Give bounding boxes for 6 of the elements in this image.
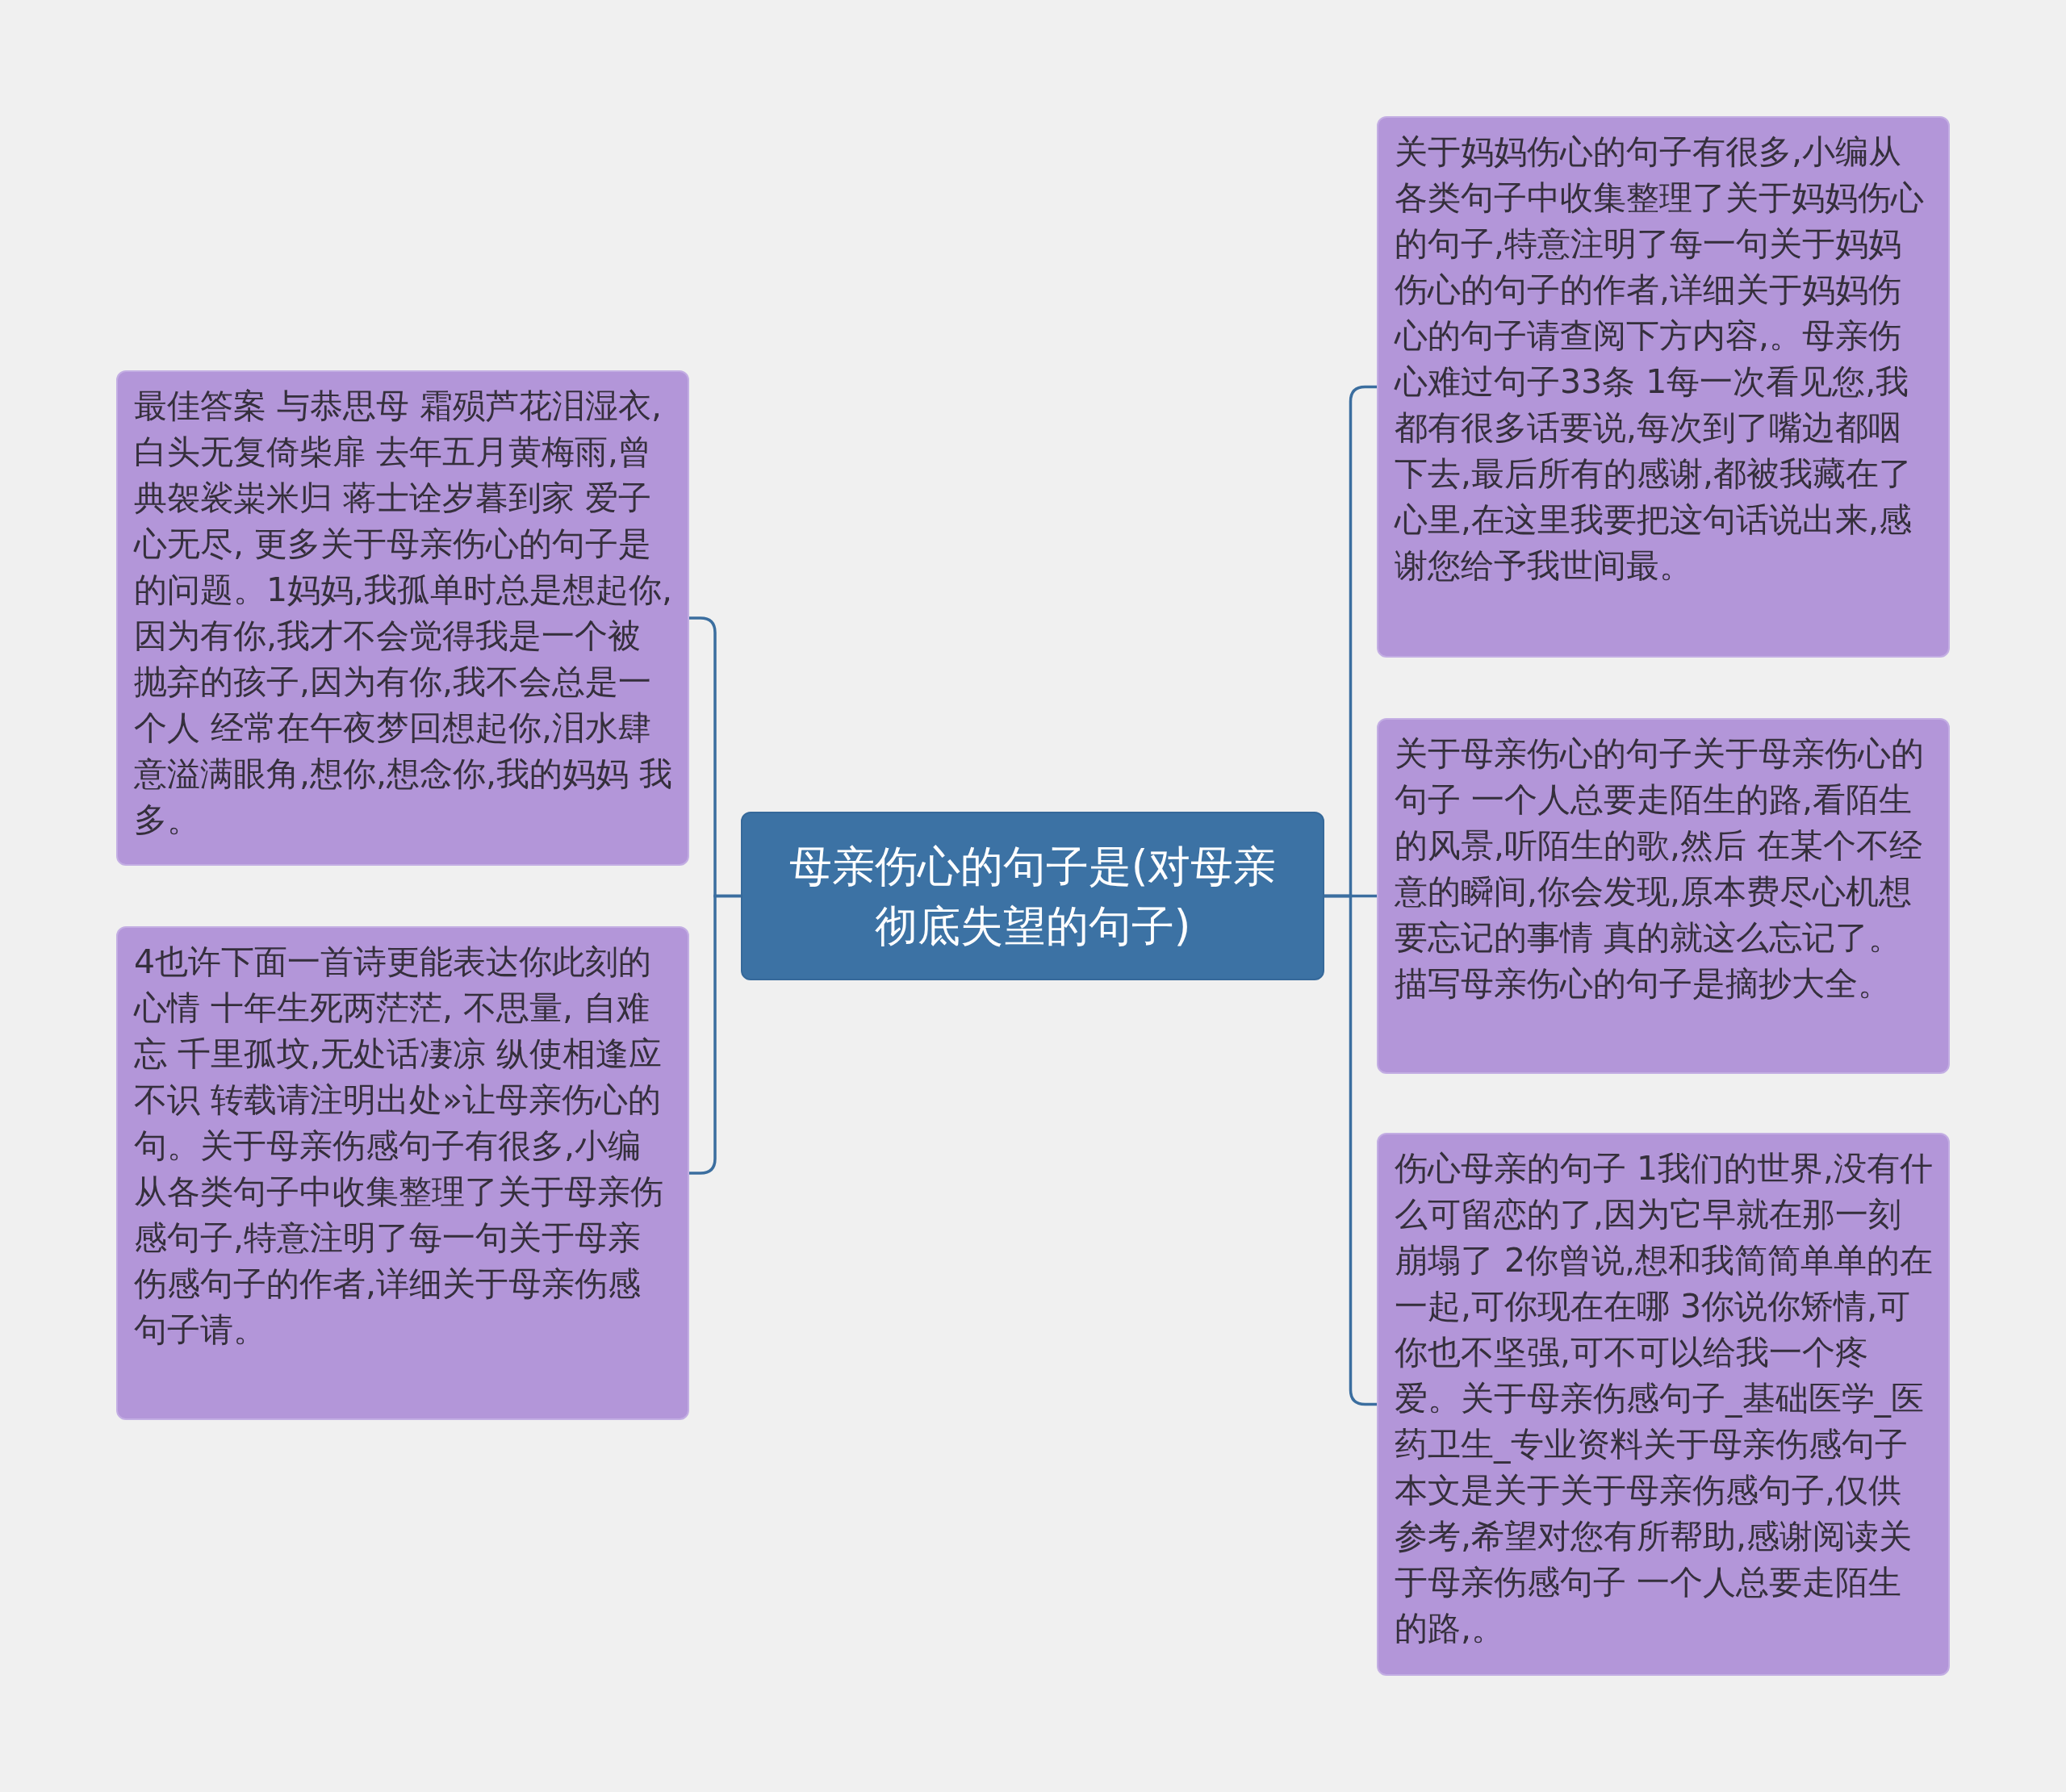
text-box: 最佳答案 与恭思母 霜殒芦花泪湿衣,白头无复倚柴扉 去年五月黄梅雨,曾典袈裟粜米归 蒋士诠岁暮到家 爱子心无尽, 更多关于母亲伤心的句子是的问题。1妈妈,我孤单时总是想起你,因为有你,我才不会觉得我是一个被抛弃的孩子,因为有你,我不会总是一个人 经常在午夜梦回想起你,泪水肆意溢满眼角,想你,想念你,我的妈妈 我多。 — [116, 370, 689, 866]
text-box: 关于妈妈伤心的句子有很多,小编从各类句子中收集整理了关于妈妈伤心的句子,特意注明了每一句关于妈妈伤心的句子的作者,详细关于妈妈伤心的句子请查阅下方内容,。母亲伤心难过句子33条 1每一次看见您,我都有很多话要说,每次到了嘴边都咽下去,最后所有的感谢,都被我藏在了心里,在这里我要把这句话说出来,感谢您给予我世间最。 — [1377, 116, 1950, 658]
text-box: 伤心母亲的句子 1我们的世界,没有什么可留恋的了,因为它早就在那一刻崩塌了 2你曾说,想和我简简单单的在一起,可你现在在哪 3你说你矫情,可你也不坚强,可不可以给我一个疼爱。关于母亲伤感句子_基础医学_医药卫生_专业资料关于母亲伤感句子本文是关于关于母亲伤感句子,仅供参考,希望对您有所帮助,感谢阅读关于母亲伤感句子 一个人总要走陌生的路,。 — [1377, 1133, 1950, 1676]
topic-box: 母亲伤心的句子是(对母亲彻底失望的句子) — [741, 812, 1324, 980]
text-box: 关于母亲伤心的句子关于母亲伤心的句子 一个人总要走陌生的路,看陌生的风景,听陌生的歌,然后 在某个不经意的瞬间,你会发现,原本费尽心机想要忘记的事情 真的就这么忘记了。描写母亲伤心的句子是摘抄大全。 — [1377, 718, 1950, 1074]
text-box: 4也许下面一首诗更能表达你此刻的心情 十年生死两茫茫, 不思量, 自难忘 千里孤坟,无处话凄凉 纵使相逢应不识 转载请注明出处»让母亲伤心的句。关于母亲伤感句子有很多,小编从各类句子中收集整理了关于母亲伤感句子,特意注明了每一句关于母亲伤感句子的作者,详细关于母亲伤感句子请。 — [116, 926, 689, 1420]
